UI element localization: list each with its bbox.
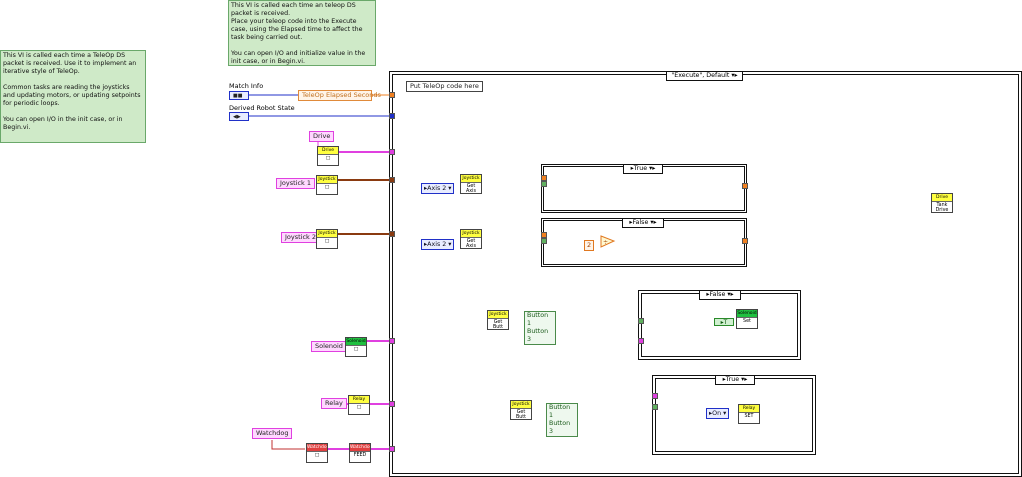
case2-sel-tunnel (541, 238, 547, 244)
outer-tunnel-joy2 (389, 231, 395, 237)
joystick1-ref-vi[interactable]: Joystick□ (316, 175, 338, 195)
outer-tunnel-watchdog (389, 446, 395, 452)
match-info-label: Match Info (229, 82, 264, 90)
case1-in-tunnel (541, 175, 547, 181)
case4-sel-tunnel (652, 404, 658, 410)
joystick2-control[interactable]: Joystick 2 (281, 232, 321, 243)
case4-ref-tunnel (652, 393, 658, 399)
case2-out-tunnel (742, 238, 748, 244)
derived-state-label: Derived Robot State (229, 104, 295, 112)
case-structure-4[interactable] (652, 375, 816, 455)
axis-ring-2[interactable]: ▸Axis 2 ▾ (421, 239, 455, 250)
axis-ring-1[interactable]: ▸Axis 2 ▾ (421, 183, 455, 194)
derived-state-terminal[interactable]: ◀▶ (229, 112, 249, 121)
watchdog-ref-vi[interactable]: Watchdog□ (306, 443, 328, 463)
note-left: This VI is called each time a TeleOp DS … (0, 50, 146, 143)
case2-in-tunnel (541, 232, 547, 238)
relay-ref-vi[interactable]: Relay□ (348, 395, 370, 415)
wire-watchdog (271, 440, 305, 450)
solenoid-control[interactable]: Solenoid (311, 341, 347, 352)
outer-comment: Put TeleOp code here (406, 81, 483, 92)
match-info-terminal[interactable]: ■■ (229, 91, 249, 100)
outer-tunnel-drive (389, 149, 395, 155)
case3-selector[interactable]: ▸False ▾▸ (699, 290, 741, 300)
case1-selector[interactable]: ▸True ▾▸ (623, 164, 663, 174)
joystick2-ref-vi[interactable]: Joystick□ (316, 229, 338, 249)
case3-ref-tunnel (638, 338, 644, 344)
outer-tunnel-joy1 (389, 177, 395, 183)
constant-two[interactable]: 2 (584, 240, 595, 251)
case2-selector[interactable]: ▸False ▾▸ (622, 218, 664, 228)
case1-sel-tunnel (541, 181, 547, 187)
svg-text:÷: ÷ (603, 239, 608, 246)
watchdog-feed-vi[interactable]: WatchdogFEED (349, 443, 371, 463)
outer-case-selector[interactable]: "Execute", Default ▾▸ (666, 71, 743, 81)
relay-on-ring[interactable]: ▸On ▾ (706, 408, 730, 419)
multiply-node[interactable]: ÷ (600, 235, 616, 248)
case4-selector[interactable]: ▸True ▾▸ (715, 375, 755, 385)
outer-tunnel-solenoid (389, 338, 395, 344)
joystick1-control[interactable]: Joystick 1 (276, 178, 316, 189)
case3-sel-tunnel (638, 318, 644, 324)
case1-out-tunnel (742, 183, 748, 189)
teleop-elapsed-unbundle[interactable]: TeleOp Elapsed Seconds (298, 90, 381, 101)
drive-control[interactable]: Drive (309, 131, 335, 142)
watchdog-control[interactable]: Watchdog (252, 428, 293, 439)
note-top: This VI is called each time an teleop DS… (228, 0, 376, 66)
drive-ref-vi[interactable]: Drive□ (317, 146, 339, 166)
relay-control[interactable]: Relay (321, 398, 347, 409)
bool-true-constant[interactable]: ▸T (714, 318, 734, 326)
outer-tunnel-state (389, 113, 395, 119)
outer-tunnel-relay (389, 401, 395, 407)
solenoid-ref-vi[interactable]: Solenoid□ (345, 337, 367, 357)
outer-tunnel-elapsed (389, 92, 395, 98)
